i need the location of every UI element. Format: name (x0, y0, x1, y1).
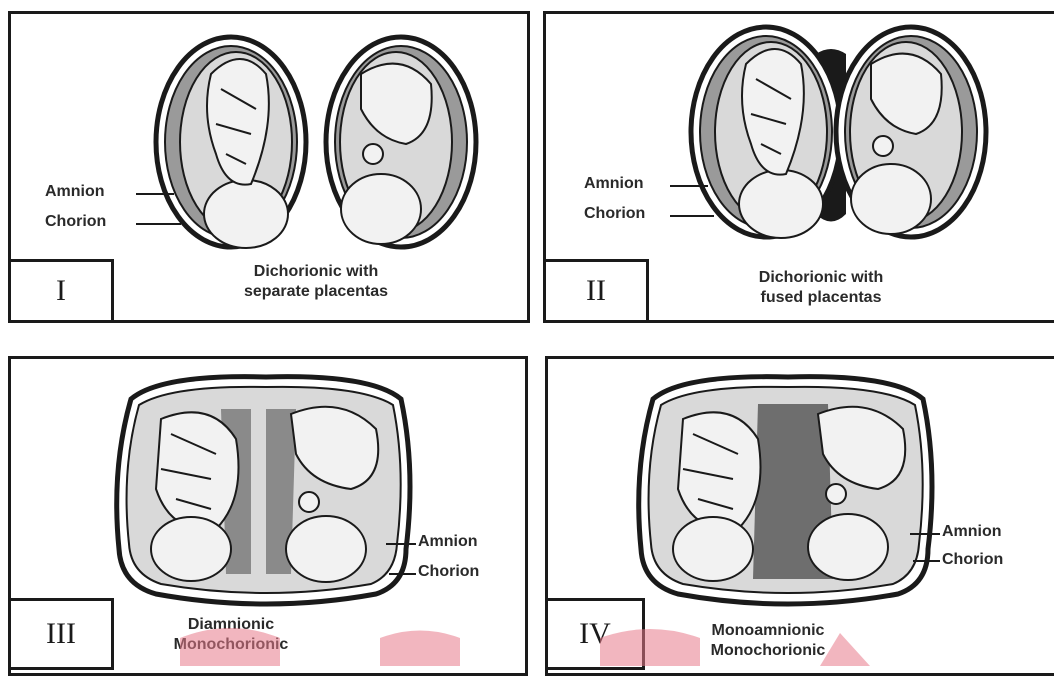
chorion-label: Chorion (584, 205, 645, 223)
caption-line-1: Monoamnionic (668, 621, 868, 641)
chorion-label: Chorion (418, 563, 479, 581)
chorion-label: Chorion (45, 213, 106, 231)
caption-line-1: Dichorionic with (181, 262, 451, 282)
panel-caption: Dichorionic with fused placentas (686, 268, 956, 308)
chorion-label: Chorion (942, 551, 1003, 569)
amnion-label: Amnion (584, 175, 644, 193)
panel-numeral: III (8, 598, 114, 670)
amnion-label: Amnion (942, 523, 1002, 541)
panel-caption: Dichorionic with separate placentas (181, 262, 451, 302)
amnion-label: Amnion (45, 183, 105, 201)
panel-3: Amnion Chorion Diamnionic Monochorionic … (8, 356, 528, 676)
panel-numeral: IV (545, 598, 645, 670)
caption-line-1: Diamnionic (121, 615, 341, 635)
panel-numeral: I (8, 259, 114, 323)
caption-line-2: fused placentas (686, 288, 956, 308)
caption-line-2: separate placentas (181, 282, 451, 302)
panel-4: Amnion Chorion Monoamnionic Monochorioni… (545, 356, 1054, 676)
panel-numeral: II (543, 259, 649, 323)
panel-caption: Diamnionic Monochorionic (121, 615, 341, 655)
panel-1: Amnion Chorion Dichorionic with separate… (8, 11, 530, 323)
panel-2: Amnion Chorion Dichorionic with fused pl… (543, 11, 1054, 323)
caption-line-1: Dichorionic with (686, 268, 956, 288)
amnion-label: Amnion (418, 533, 478, 551)
panel-caption: Monoamnionic Monochorionic (668, 621, 868, 661)
caption-line-2: Monochorionic (668, 641, 868, 661)
caption-line-2: Monochorionic (121, 635, 341, 655)
